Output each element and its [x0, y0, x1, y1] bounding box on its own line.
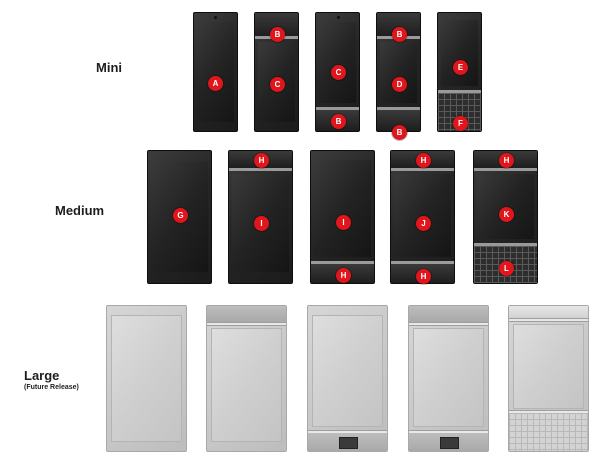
- large-phone-5: [508, 305, 589, 452]
- mini-phone-2: B C: [254, 12, 299, 132]
- row-label-mini: Mini: [96, 60, 122, 75]
- top-module-band: [377, 13, 420, 36]
- module-screen: [413, 328, 484, 427]
- module-seam: [229, 168, 292, 171]
- large-phone-3: [307, 305, 388, 452]
- module-screen: [111, 315, 182, 442]
- mini-phone-5: E F: [437, 12, 482, 132]
- row-label-large: Large (Future Release): [24, 368, 79, 391]
- module-screen: [312, 315, 383, 427]
- module-screen: [513, 324, 584, 409]
- module-badge-c: C: [331, 65, 346, 80]
- row-label-large-text: Large: [24, 368, 60, 383]
- module-seam: [438, 90, 481, 93]
- module-badge-a: A: [208, 76, 223, 91]
- medium-phone-5: H K L: [473, 150, 538, 284]
- module-badge-b: B: [392, 27, 407, 42]
- module-seam: [207, 322, 286, 326]
- module-screen: [197, 22, 234, 122]
- medium-phone-3: I H: [310, 150, 375, 284]
- top-module-band: [409, 306, 488, 322]
- module-badge-l: L: [499, 261, 514, 276]
- module-badge-h: H: [499, 153, 514, 168]
- top-module-band: [207, 306, 286, 322]
- module-badge-g: G: [173, 208, 188, 223]
- row-label-medium: Medium: [55, 203, 104, 218]
- module-screen: [211, 328, 282, 442]
- bottom-module-band: [377, 110, 420, 131]
- row-label-mini-text: Mini: [96, 60, 122, 75]
- large-phone-2: [206, 305, 287, 452]
- module-badge-b: B: [392, 125, 407, 140]
- module-badge-d: D: [392, 77, 407, 92]
- row-label-medium-text: Medium: [55, 203, 105, 218]
- medium-phone-2: H I: [228, 150, 293, 284]
- module-badge-j: J: [416, 216, 431, 231]
- mini-phone-4: B D B: [376, 12, 421, 140]
- connector-slot: [440, 437, 459, 449]
- module-seam: [391, 168, 454, 171]
- module-seam: [474, 168, 537, 171]
- module-seam: [474, 243, 537, 246]
- module-badge-h: H: [416, 269, 431, 284]
- module-screen: [477, 174, 534, 239]
- module-seam: [377, 107, 420, 110]
- connector-slot: [339, 437, 358, 449]
- row-label-large-sublabel: (Future Release): [24, 384, 79, 391]
- medium-phone-1: G: [147, 150, 212, 284]
- camera-dot: [214, 16, 217, 19]
- module-badge-i: I: [254, 216, 269, 231]
- module-badge-h: H: [416, 153, 431, 168]
- mini-phone-1: A: [193, 12, 238, 132]
- module-seam: [509, 318, 588, 322]
- module-screen: [319, 22, 356, 103]
- module-badge-b: B: [331, 114, 346, 129]
- camera-dot: [337, 16, 340, 19]
- module-screen: [394, 174, 451, 257]
- module-badge-h: H: [336, 268, 351, 283]
- mini-phone-3: C B: [315, 12, 360, 132]
- module-badge-k: K: [499, 207, 514, 222]
- module-badge-b: B: [270, 27, 285, 42]
- keypad-module: [509, 413, 588, 451]
- large-phone-1: [106, 305, 187, 452]
- module-seam: [311, 261, 374, 264]
- module-badge-i: I: [336, 215, 351, 230]
- module-screen: [314, 160, 371, 257]
- large-phone-4: [408, 305, 489, 452]
- module-seam: [409, 322, 488, 326]
- module-badge-e: E: [453, 60, 468, 75]
- module-screen: [441, 20, 478, 86]
- module-badge-f: F: [453, 116, 468, 131]
- module-badge-c: C: [270, 77, 285, 92]
- module-badge-h: H: [254, 153, 269, 168]
- top-module-band: [509, 306, 588, 318]
- top-module-band: [255, 13, 298, 36]
- medium-phone-4: H J H: [390, 150, 455, 284]
- module-seam: [316, 107, 359, 110]
- module-screen: [380, 42, 417, 103]
- module-seam: [391, 261, 454, 264]
